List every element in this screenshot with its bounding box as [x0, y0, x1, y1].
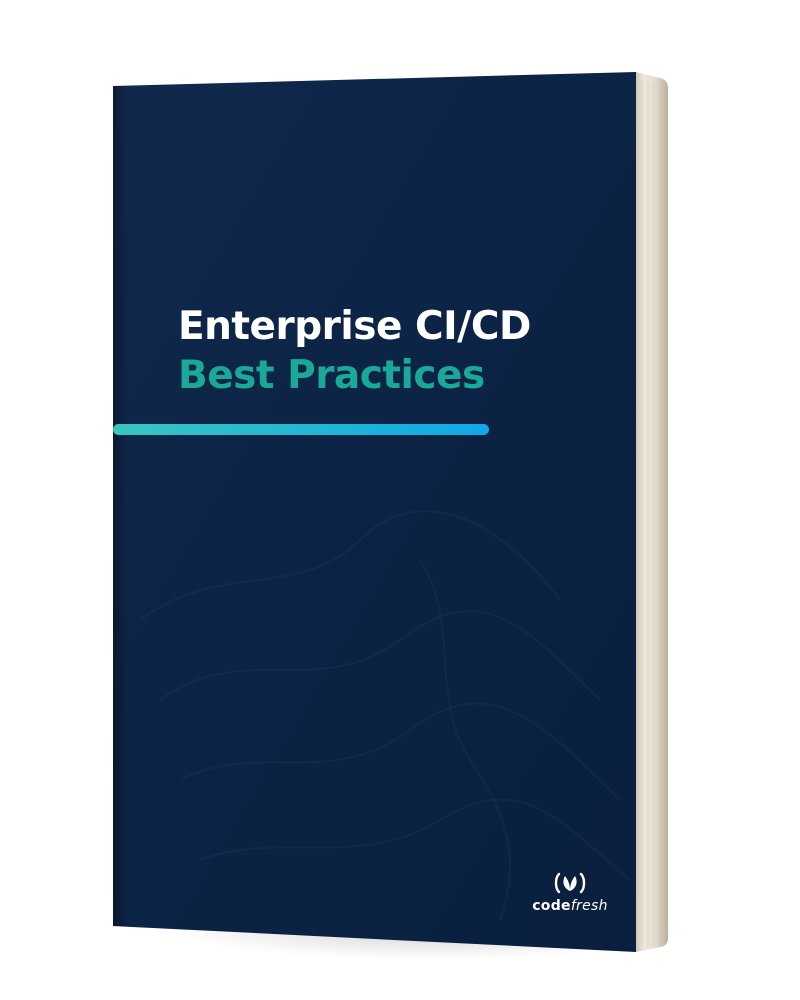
book-spine-shade — [113, 86, 128, 927]
brand-name-part2: fresh — [570, 898, 608, 914]
cover-title: Enterprise CI/CD — [178, 304, 531, 349]
book-cover — [113, 72, 636, 952]
brand-name-part1: code — [532, 898, 571, 914]
page-lines — [641, 80, 661, 948]
title-underline — [113, 424, 489, 435]
book-page-edge — [636, 72, 668, 952]
brand-block: codefresh — [520, 872, 620, 914]
codefresh-leaf-icon — [554, 872, 586, 894]
cover-subtitle: Best Practices — [178, 352, 485, 398]
cover-title-block: Enterprise CI/CD Best Practices — [178, 304, 598, 400]
brand-name: codefresh — [520, 898, 620, 914]
